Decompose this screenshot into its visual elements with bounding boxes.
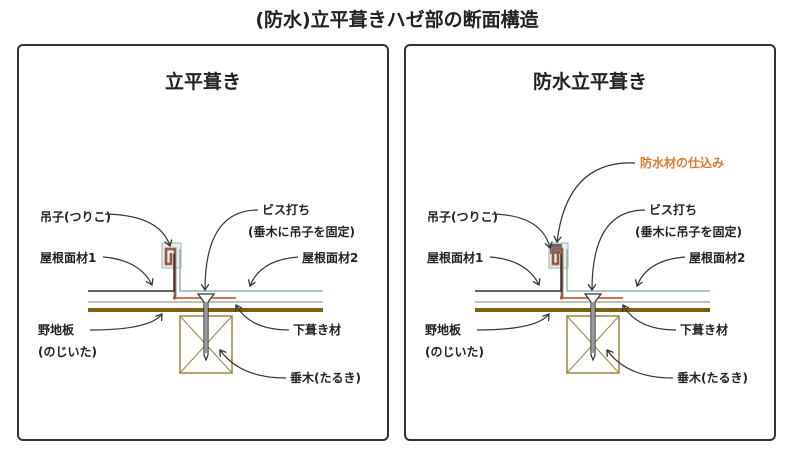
label-sheathing: 野地板 xyxy=(38,322,75,337)
cross-section xyxy=(88,242,323,374)
arrow xyxy=(557,162,636,242)
label-hanger: 吊子(つりこ) xyxy=(427,210,498,224)
arrow xyxy=(489,256,539,285)
arrow xyxy=(607,350,674,379)
label-roof-panel-1: 屋根面材1 xyxy=(427,250,483,265)
label-screw-note: (垂木に吊子を固定) xyxy=(635,224,742,239)
label-sheathing-reading: (のじいた) xyxy=(425,345,484,359)
label-roof-panel-2: 屋根面材2 xyxy=(689,250,745,265)
arrow xyxy=(205,209,259,290)
arrow xyxy=(236,305,290,331)
screw xyxy=(196,293,216,362)
arrow xyxy=(102,256,152,285)
arrow xyxy=(623,305,677,331)
label-roof-panel-1: 屋根面材1 xyxy=(40,250,96,265)
label-hanger: 吊子(つりこ) xyxy=(40,210,111,224)
roof-panel-1 xyxy=(475,254,562,292)
panel-heading: 立平葺き xyxy=(165,70,241,93)
arrow xyxy=(104,213,170,246)
roof-panel-1 xyxy=(88,254,175,292)
panel-waterproof: 防水立平葺き 防水材の仕込み 吊子(つりこ) 屋根面材1 xyxy=(404,44,776,441)
arrow xyxy=(220,350,287,379)
screw xyxy=(583,293,603,362)
arrow xyxy=(476,314,549,331)
label-sheathing-reading: (のじいた) xyxy=(38,345,97,359)
panel-frame xyxy=(404,44,776,441)
label-rafter: 垂木(たるき) xyxy=(677,370,748,385)
cross-section xyxy=(475,242,710,374)
panel-frame xyxy=(17,44,389,441)
panel-heading: 防水立平葺き xyxy=(533,70,647,93)
page-title: (防水)立平葺きハゼ部の断面構造 xyxy=(255,8,539,31)
label-screw-note: (垂木に吊子を固定) xyxy=(248,224,355,239)
roof-panel-2 xyxy=(179,249,323,292)
label-sheathing: 野地板 xyxy=(425,322,462,337)
label-screw: ビス打ち xyxy=(262,202,310,217)
label-rafter: 垂木(たるき) xyxy=(290,370,361,385)
arrow xyxy=(491,213,550,248)
arrow xyxy=(89,314,162,331)
arrow xyxy=(592,209,646,290)
label-screw: ビス打ち xyxy=(649,202,697,217)
arrow xyxy=(637,256,686,286)
panel-standard: 立平葺き 吊子(つりこ) 屋根面材1 ビス打ち (垂木に吊子を固定 xyxy=(17,44,389,441)
label-waterproof: 防水材の仕込み xyxy=(640,155,724,170)
label-underlay: 下葺き材 xyxy=(293,322,341,337)
roof-panel-2 xyxy=(566,249,710,292)
label-underlay: 下葺き材 xyxy=(680,322,728,337)
arrow xyxy=(250,256,299,286)
label-roof-panel-2: 屋根面材2 xyxy=(302,250,358,265)
